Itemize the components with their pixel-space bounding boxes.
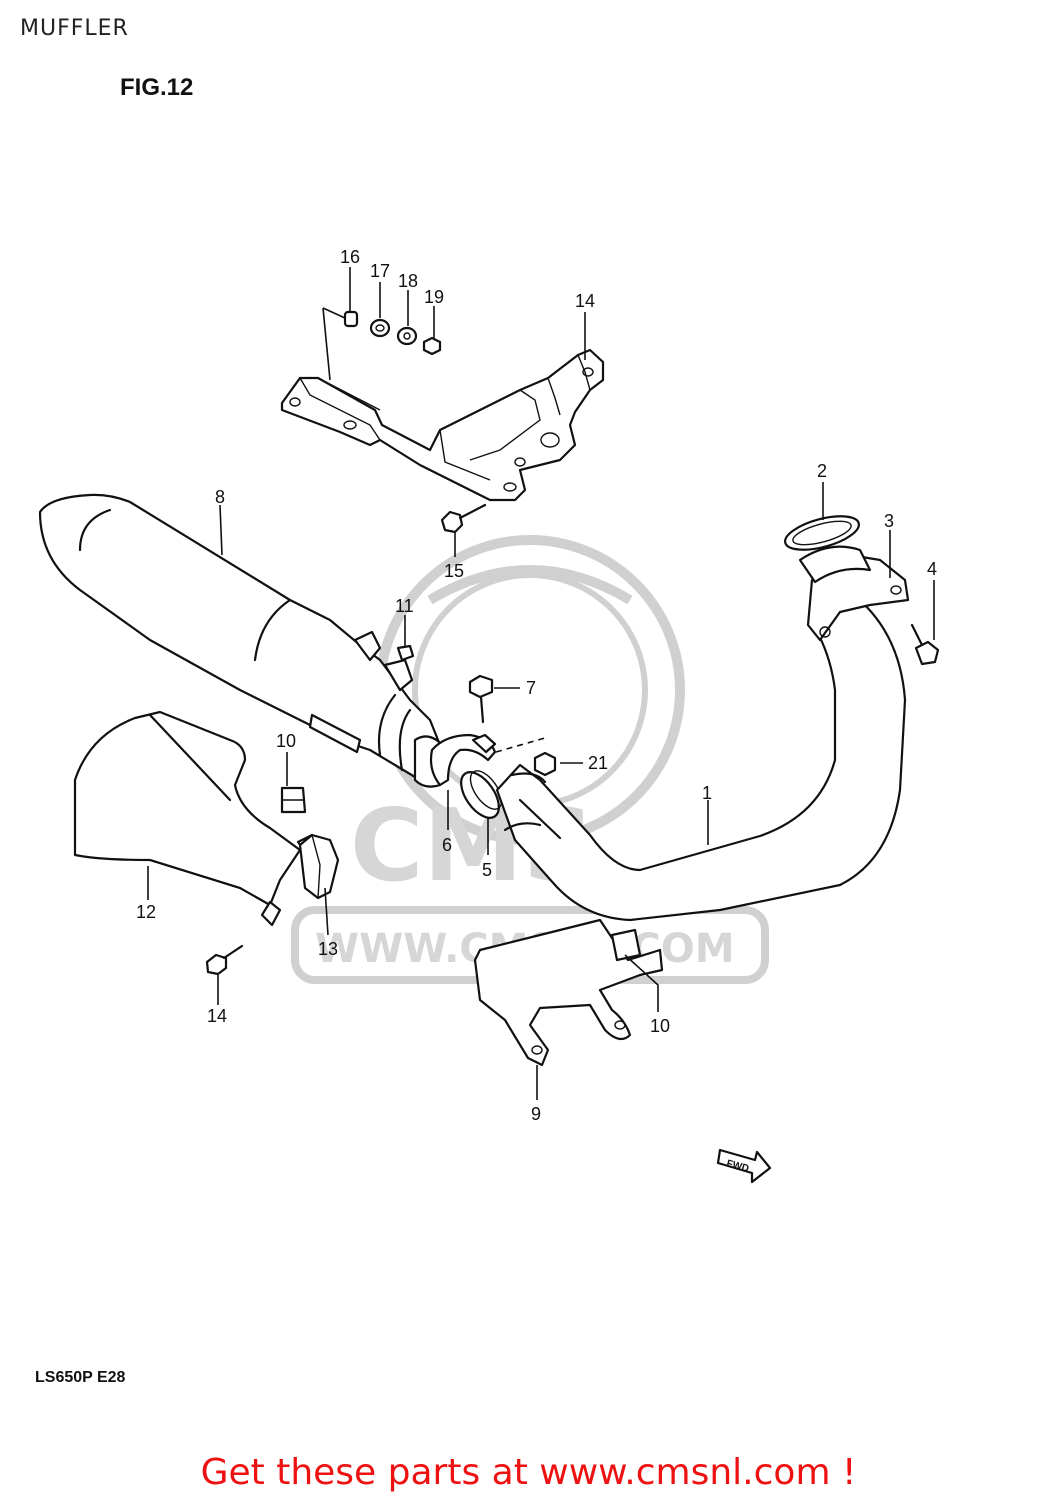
part-label-12: 12: [136, 902, 156, 922]
part-label-10-left: 10: [276, 731, 296, 751]
part-label-4: 4: [927, 559, 937, 579]
clamp-part-6[interactable]: [429, 733, 497, 787]
pad-part-10-left[interactable]: [280, 786, 307, 814]
leader-lines: [147, 267, 935, 1100]
part-label-2: 2: [817, 461, 827, 481]
bolt-part-11[interactable]: [396, 644, 415, 662]
part-label-9: 9: [531, 1104, 541, 1124]
get-parts-link[interactable]: Get these parts at www.cmsnl.com !: [200, 1452, 857, 1493]
part-label-11: 11: [395, 596, 414, 616]
bolt-part-4[interactable]: [910, 623, 940, 666]
part-label-15: 14: [575, 291, 595, 311]
part-label-14: 14: [207, 1006, 227, 1026]
pad-part-10-right[interactable]: [610, 928, 642, 962]
part-label-13: 13: [318, 939, 338, 959]
bolt-part-7[interactable]: [468, 674, 494, 724]
forward-arrow-icon: FWD: [716, 1148, 772, 1184]
bracket-part-15[interactable]: [280, 348, 605, 502]
part-label-18: 17: [370, 261, 390, 281]
bolt-part-16[interactable]: [440, 503, 487, 534]
part-label-5: 5: [482, 860, 492, 880]
exploded-parts-diagram: CMS WWW.CMSNL.COM FIG.12: [35, 74, 940, 1386]
part-label-17: 16: [340, 247, 360, 267]
figure-label: FIG.12: [120, 74, 193, 101]
nut-part-21[interactable]: [533, 751, 557, 777]
part-label-20: 19: [424, 287, 444, 307]
part-label-6: 6: [442, 835, 452, 855]
part-label-21: 21: [588, 753, 608, 773]
page-title: MUFFLER: [20, 16, 129, 41]
bolt-part-14[interactable]: [205, 944, 244, 976]
gasket-part-2[interactable]: [782, 510, 872, 584]
part-label-8: 8: [215, 487, 225, 507]
part-label-10-right: 10: [650, 1016, 670, 1036]
part-label-7: 7: [526, 678, 536, 698]
gasket-part-5[interactable]: [454, 766, 508, 825]
cms-watermark: CMS WWW.CMSNL.COM: [291, 535, 769, 984]
hardware-parts-17-20[interactable]: [343, 310, 442, 356]
part-label-16: 15: [444, 561, 464, 581]
part-label-19: 18: [398, 271, 418, 291]
part-label-1: 1: [702, 783, 712, 803]
model-label: LS650P E28: [35, 1369, 126, 1386]
part-label-3: 3: [884, 511, 894, 531]
flange-part-3[interactable]: [806, 553, 910, 642]
clamp-part-13[interactable]: [298, 833, 340, 900]
exhaust-pipe-part-1[interactable]: [495, 590, 907, 922]
part-number-labels: 16 17 18 19 14 2 8 3 15 4 11 7 10 21 1 6…: [136, 247, 937, 1124]
